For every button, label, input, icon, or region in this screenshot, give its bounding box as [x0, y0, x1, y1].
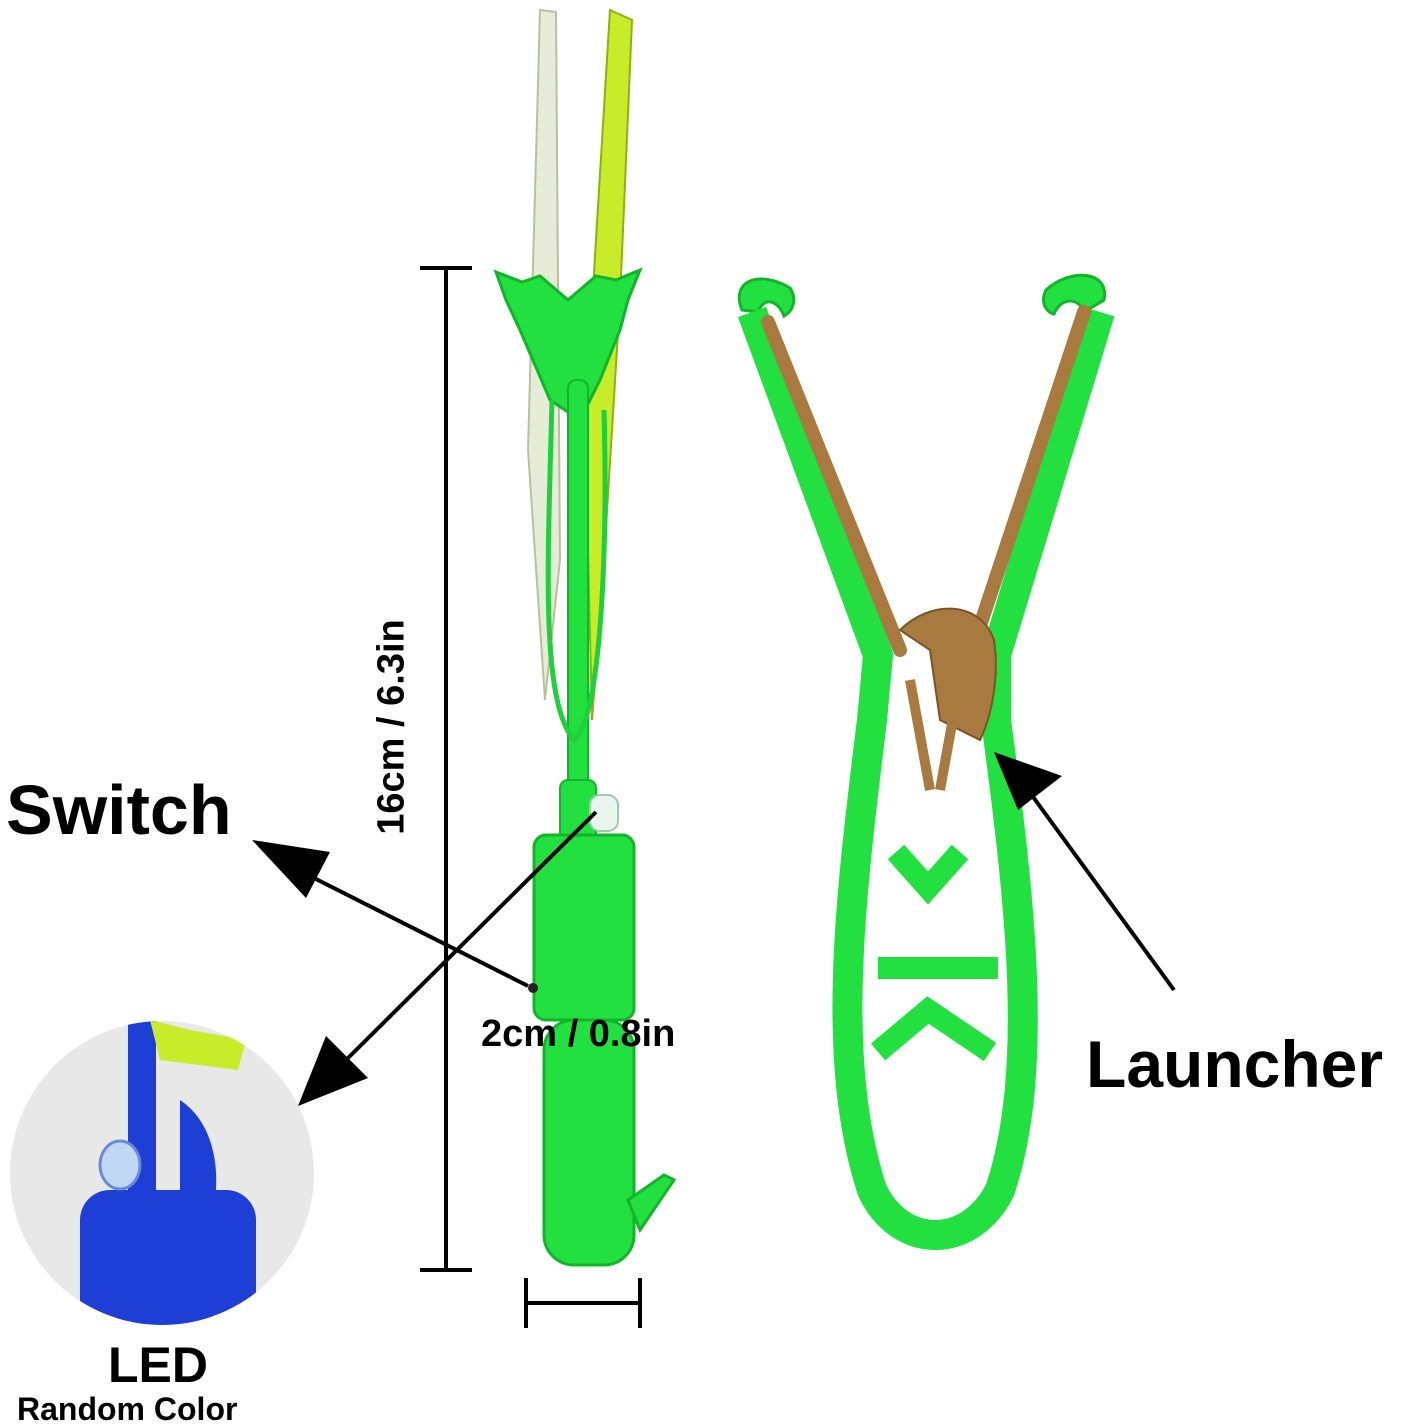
rocket-hook	[626, 1173, 677, 1234]
height-dimension	[420, 266, 472, 1272]
led-inset	[10, 1021, 314, 1325]
switch-arrow	[252, 840, 529, 988]
led-random-color-label: Random Color	[17, 1391, 238, 1427]
led-bulb	[589, 794, 619, 832]
height-dimension-label: 16cm / 6.3in	[370, 619, 413, 835]
switch-label: Switch	[6, 771, 232, 849]
slingshot-launcher	[737, 273, 1115, 1250]
led-arrow	[298, 810, 598, 1106]
switch-button	[528, 983, 538, 993]
rocket-copter	[493, 8, 677, 1267]
width-dimension	[524, 1278, 642, 1328]
launcher-frame	[737, 306, 1115, 1250]
rocket-stick	[567, 379, 589, 791]
launcher-label: Launcher	[1086, 1027, 1384, 1101]
rubber-band	[761, 305, 1091, 657]
rocket-body	[532, 833, 636, 1022]
launcher-arrow	[994, 752, 1176, 992]
rocket-top-wings	[493, 267, 643, 423]
width-dimension-label: 2cm / 0.8in	[481, 1013, 676, 1055]
led-label: LED	[108, 1337, 208, 1393]
